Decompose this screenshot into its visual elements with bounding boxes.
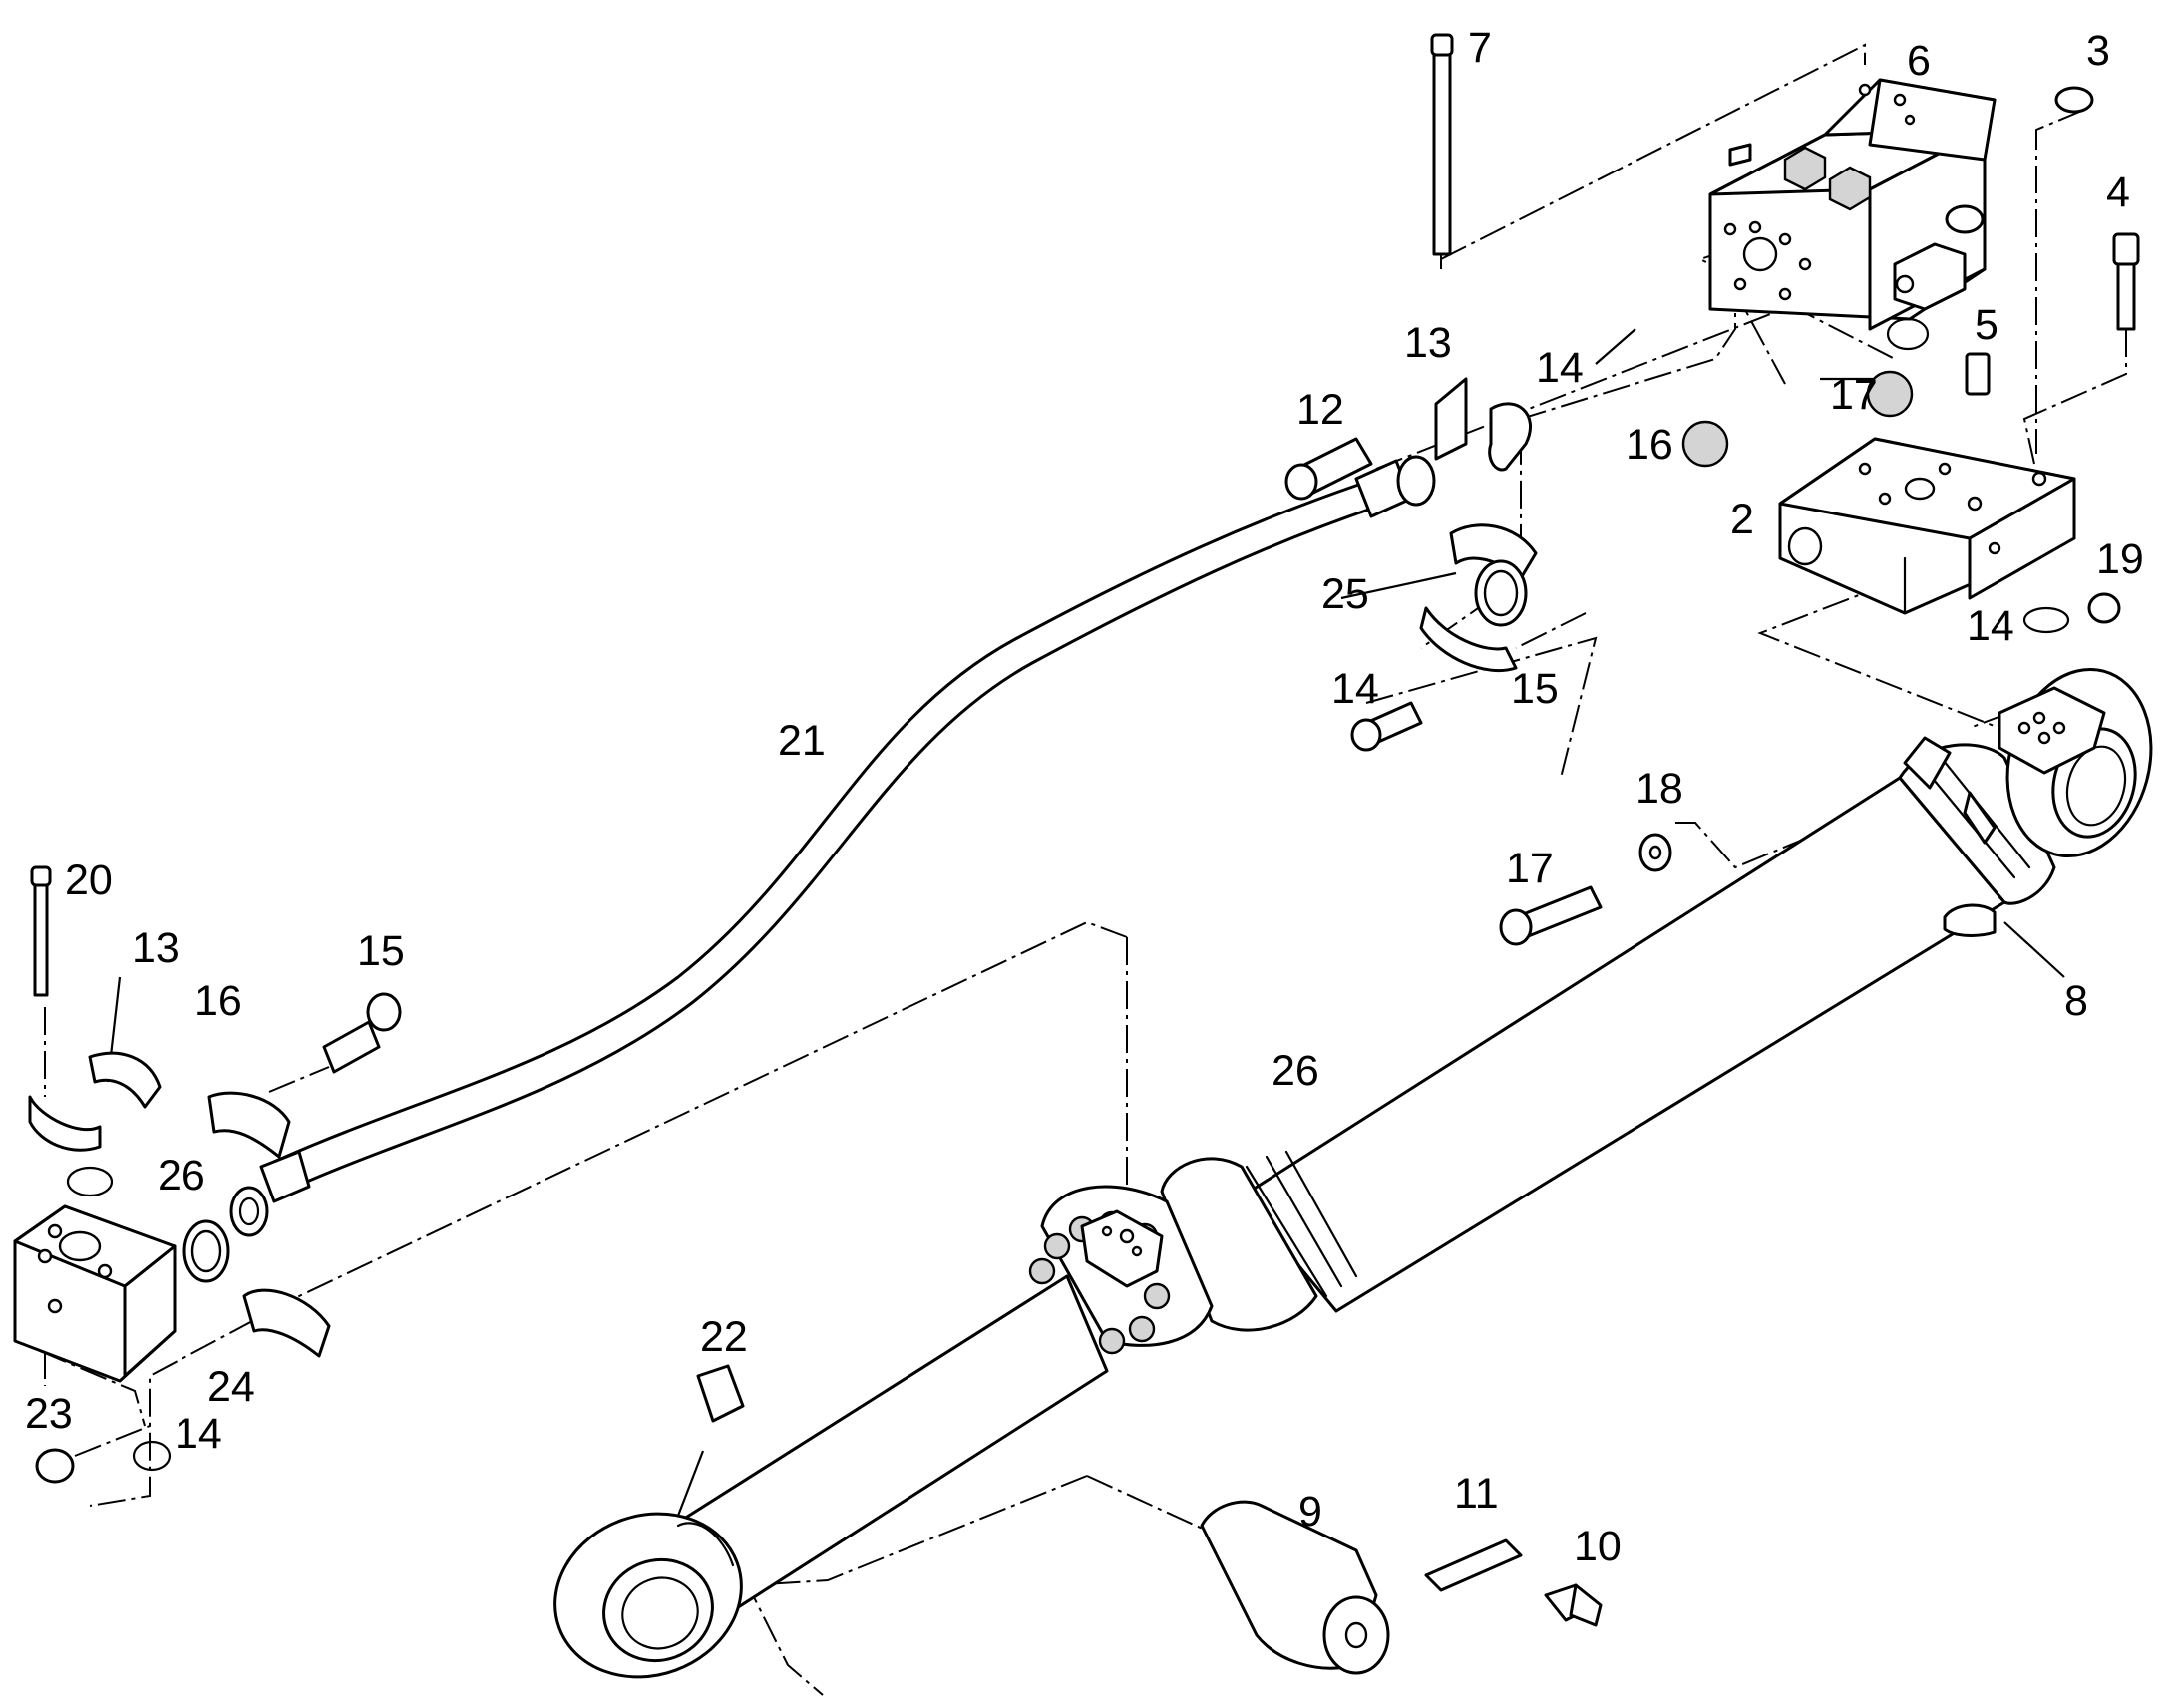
callout-label: 13 (1404, 319, 1452, 367)
callout-label: 16 (194, 977, 242, 1025)
callout-label: 16 (1626, 421, 1673, 469)
callout-label: 11 (1454, 1470, 1499, 1518)
callout-label: 10 (1574, 1523, 1622, 1570)
callout-label: 26 (1272, 1047, 1319, 1095)
callout-label: 12 (1296, 386, 1344, 434)
callout-label: 14 (1331, 665, 1379, 713)
manifold-block-2 (1778, 437, 2076, 615)
callout-label: 26 (158, 1152, 205, 1199)
callout-label: 7 (1468, 24, 1492, 72)
callout-label: 17 (1830, 371, 1878, 419)
hydraulic-cylinder (553, 667, 2153, 1679)
flange-clamps (28, 377, 1538, 1358)
hydraulic-hose (229, 455, 1436, 1237)
callout-label: 14 (175, 1410, 222, 1458)
callout-label: 3 (2086, 27, 2110, 75)
fasteners (30, 33, 2140, 1675)
callout-label: 20 (65, 856, 113, 904)
callout-labels: 2 3 4 5 6 7 8 9 10 11 12 13 13 14 14 14 … (25, 24, 2144, 1570)
callout-label: 25 (1321, 570, 1369, 618)
callout-label: 21 (778, 717, 826, 765)
callout-label: 14 (1967, 602, 2014, 650)
callout-label: 15 (357, 927, 405, 975)
callout-label: 17 (1506, 845, 1554, 892)
callout-label: 5 (1975, 301, 1998, 349)
callout-label: 8 (2064, 977, 2088, 1025)
callout-label: 9 (1298, 1488, 1322, 1536)
callout-label: 24 (207, 1363, 255, 1411)
callout-label: 19 (2096, 535, 2144, 583)
callout-label: 18 (1635, 765, 1683, 813)
callout-label: 13 (132, 924, 180, 972)
callout-label: 2 (1730, 496, 1754, 543)
callout-label: 23 (25, 1390, 73, 1438)
manifold-block-25 (13, 1204, 177, 1383)
callout-label: 4 (2106, 169, 2130, 216)
callout-label: 15 (1511, 665, 1559, 713)
callout-label: 6 (1907, 37, 1931, 85)
valve-block (1708, 78, 1997, 331)
callout-label: 14 (1536, 344, 1584, 392)
callout-label: 22 (700, 1313, 748, 1361)
